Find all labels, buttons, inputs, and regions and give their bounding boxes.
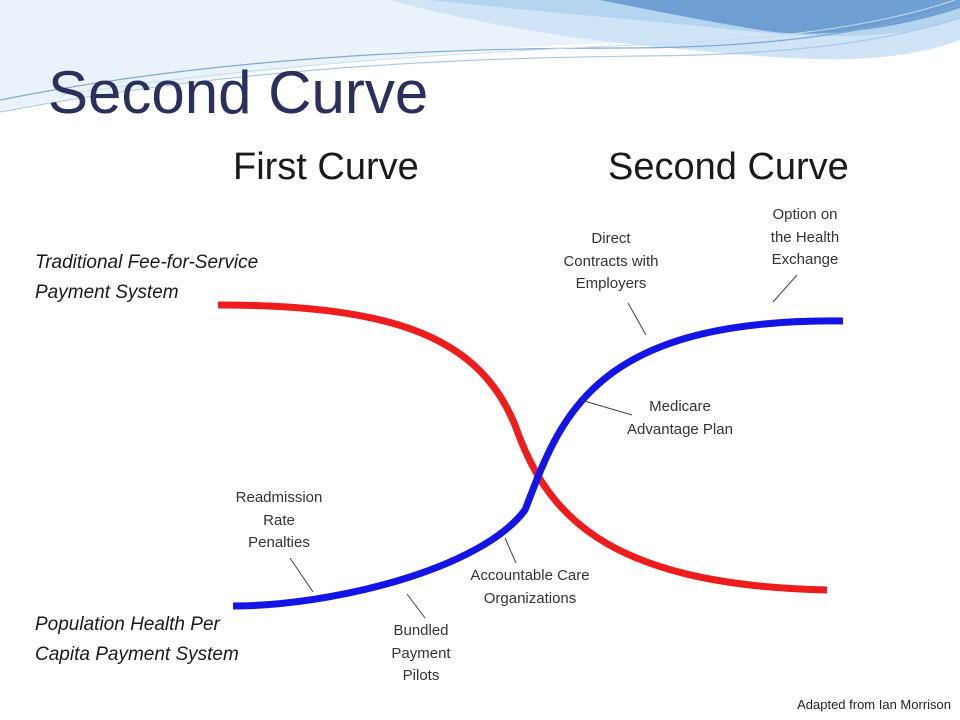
direct-callout: Direct Contracts with Employers [551, 228, 671, 296]
attribution-credit: Adapted from Ian Morrison [797, 697, 951, 712]
medicare-callout-line-2: Advantage Plan [627, 420, 733, 438]
first-curve [217, 301, 828, 594]
bundled-callout: Bundled Payment Pilots [371, 620, 471, 688]
slide-title: Second Curve [48, 59, 429, 126]
exchange-leader-line [772, 274, 798, 303]
direct-callout-line-3: Employers [575, 275, 647, 292]
exchange-callout: Option on the Health Exchange [750, 204, 860, 272]
aco-leader-line [504, 537, 517, 564]
readmission-callout-line-1: Readmission [235, 489, 323, 506]
readmission-callout-line-3: Penalties [248, 534, 310, 551]
top-axis-label: Traditional Fee-for-Service Payment Syst… [35, 248, 258, 308]
medicare-leader-line [580, 399, 633, 416]
bundled-callout-line-3: Pilots [402, 667, 440, 684]
bundled-callout-line-2: Payment [391, 644, 451, 662]
bottom-axis-label-line-1: Population Health Per [35, 614, 220, 635]
aco-callout-line-2: Organizations [483, 589, 577, 607]
bottom-axis-label: Population Health Per Capita Payment Sys… [35, 610, 239, 670]
bundled-callout-line-1: Bundled [393, 622, 449, 639]
direct-callout-line-1: Direct [591, 230, 631, 247]
aco-callout-line-1: Accountable Care [470, 567, 590, 584]
medicare-callout-line-1: Medicare [649, 398, 711, 415]
readmission-callout: Readmission Rate Penalties [224, 487, 334, 555]
bundled-leader-line [406, 593, 426, 619]
exchange-callout-line-3: Exchange [771, 251, 839, 268]
first-curve-heading: First Curve [233, 146, 419, 188]
top-axis-label-line-2: Payment System [35, 282, 179, 303]
second-curve-heading: Second Curve [608, 146, 849, 188]
exchange-callout-line-2: the Health [770, 228, 840, 246]
bottom-axis-label-line-2: Capita Payment System [35, 644, 239, 665]
direct-callout-line-2: Contracts with [563, 252, 659, 270]
direct-leader-line [627, 302, 647, 336]
exchange-callout-line-1: Option on [772, 206, 838, 223]
readmission-callout-line-2: Rate [263, 511, 295, 529]
top-axis-label-line-1: Traditional Fee-for-Service [35, 252, 259, 273]
medicare-callout: Medicare Advantage Plan [612, 396, 748, 441]
second-curve [232, 317, 844, 610]
readmission-leader-line [289, 557, 314, 593]
aco-callout: Accountable Care Organizations [455, 565, 605, 610]
